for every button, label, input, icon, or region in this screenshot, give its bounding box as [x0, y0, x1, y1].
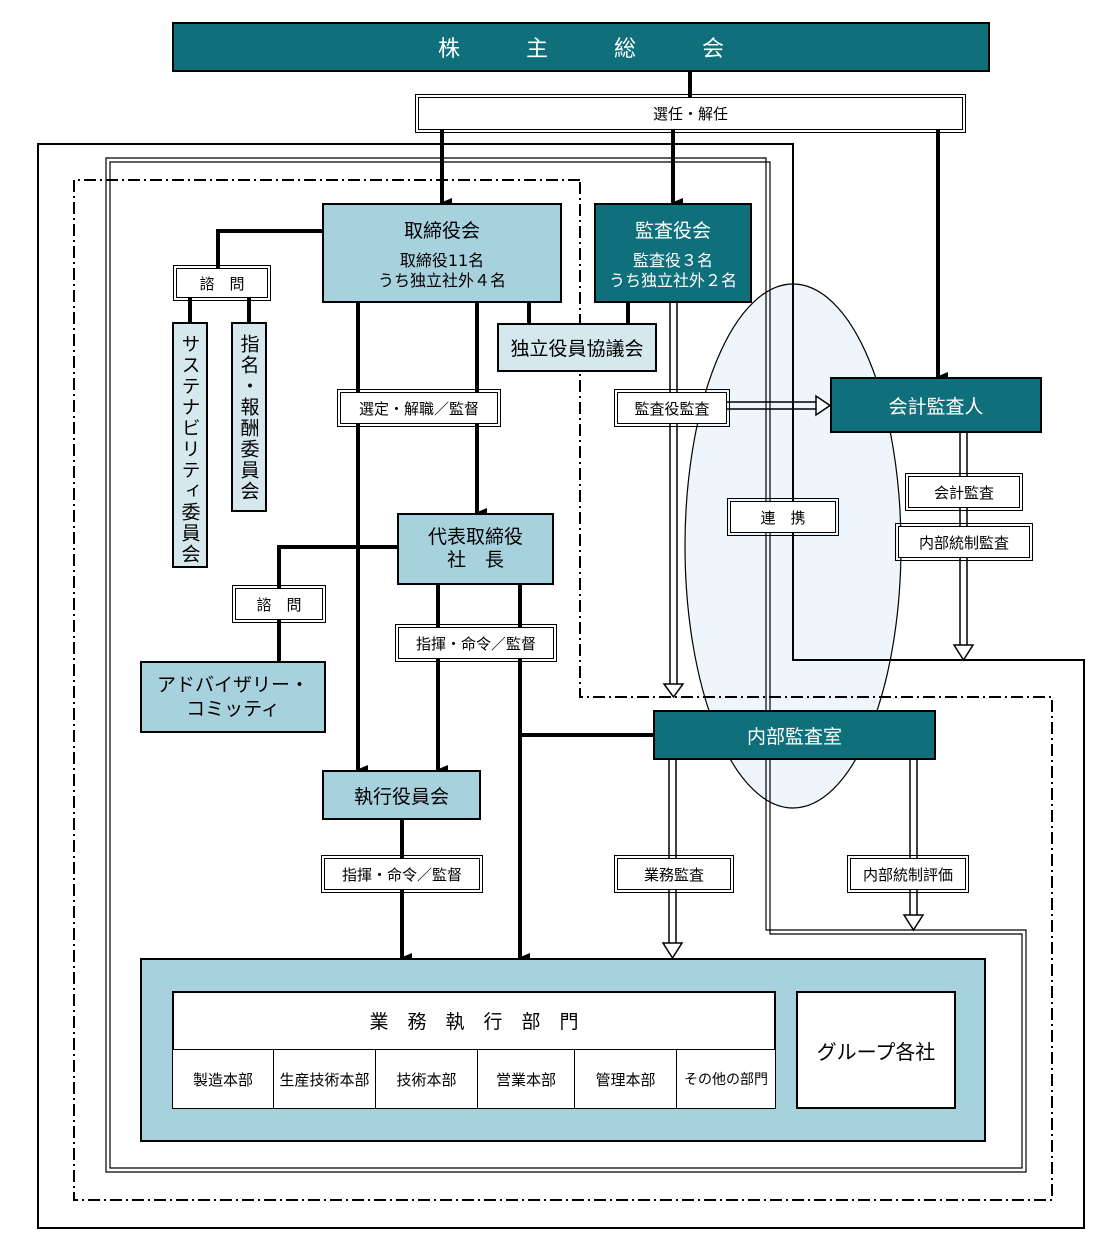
- independent-officers-council: 独立役員協議会: [497, 323, 657, 372]
- board-of-directors: 取締役会 取締役11名 うち独立社外４名: [322, 203, 562, 303]
- dashdot-frame: [73, 179, 1053, 1201]
- consult-label-board: 諮 問: [173, 265, 271, 301]
- president-role: 社 長: [446, 549, 504, 571]
- nomination-compensation-committee: 指名・報酬委員会: [231, 322, 267, 512]
- internal-control-audit-label: 内部統制監査: [895, 523, 1033, 561]
- unit-manufacturing: 製造本部: [172, 1049, 274, 1109]
- command-supervise-label-president: 指揮・命令／監督: [395, 624, 557, 662]
- shareholders-meeting-label: 株 主 総 会: [437, 37, 724, 62]
- audit-supervisory-board: 監査役会 監査役３名 うち独立社外２名: [594, 203, 752, 303]
- accounting-auditor: 会計監査人: [830, 377, 1042, 433]
- double-frame-b: [109, 161, 1023, 1169]
- shareholders-meeting: 株 主 総 会: [172, 22, 990, 72]
- board-independent-count: うち独立社外４名: [377, 270, 506, 290]
- sustainability-committee: サステナビリティ委員会: [172, 322, 208, 568]
- executive-officers-committee: 執行役員会: [322, 770, 481, 820]
- advisory-line2: コミッティ: [186, 698, 280, 720]
- appoint-dismiss-label: 選任・解任: [415, 94, 966, 133]
- group-companies: グループ各社: [796, 991, 956, 1109]
- accounting-audit-label: 会計監査: [905, 473, 1023, 511]
- outer-frame: [37, 143, 1085, 1229]
- auditors-title: 監査役会: [634, 219, 711, 242]
- double-frame-a: [105, 157, 1027, 1173]
- business-audit-label: 業務監査: [614, 855, 734, 893]
- president-title: 代表取締役: [427, 526, 523, 548]
- auditors-independent-count: うち独立社外２名: [608, 270, 737, 290]
- consult-label-president: 諮 問: [232, 585, 326, 623]
- unit-production-engineering: 生産技術本部: [273, 1049, 376, 1109]
- select-dismiss-supervise-label: 選定・解職／監督: [337, 389, 501, 427]
- board-title: 取締役会: [403, 219, 480, 242]
- command-supervise-label-executive: 指揮・命令／監督: [321, 855, 483, 893]
- business-division-title: 業 務 執 行 部 門: [369, 1011, 579, 1033]
- unit-other: その他の部門: [676, 1049, 776, 1109]
- unit-administration: 管理本部: [574, 1049, 677, 1109]
- board-directors-count: 取締役11名: [399, 250, 485, 270]
- representative-director-president: 代表取締役 社 長: [397, 513, 554, 585]
- auditors-count: 監査役３名: [632, 250, 713, 270]
- advisory-committee: アドバイザリー・ コミッティ: [140, 661, 326, 733]
- unit-technology: 技術本部: [375, 1049, 478, 1109]
- auditor-audit-label: 監査役監査: [614, 389, 730, 427]
- internal-control-evaluation-label: 内部統制評価: [847, 855, 969, 893]
- unit-sales: 営業本部: [477, 1049, 575, 1109]
- cooperation-label: 連 携: [727, 498, 839, 536]
- advisory-line1: アドバイザリー・: [156, 674, 309, 696]
- internal-audit-office: 内部監査室: [653, 710, 936, 760]
